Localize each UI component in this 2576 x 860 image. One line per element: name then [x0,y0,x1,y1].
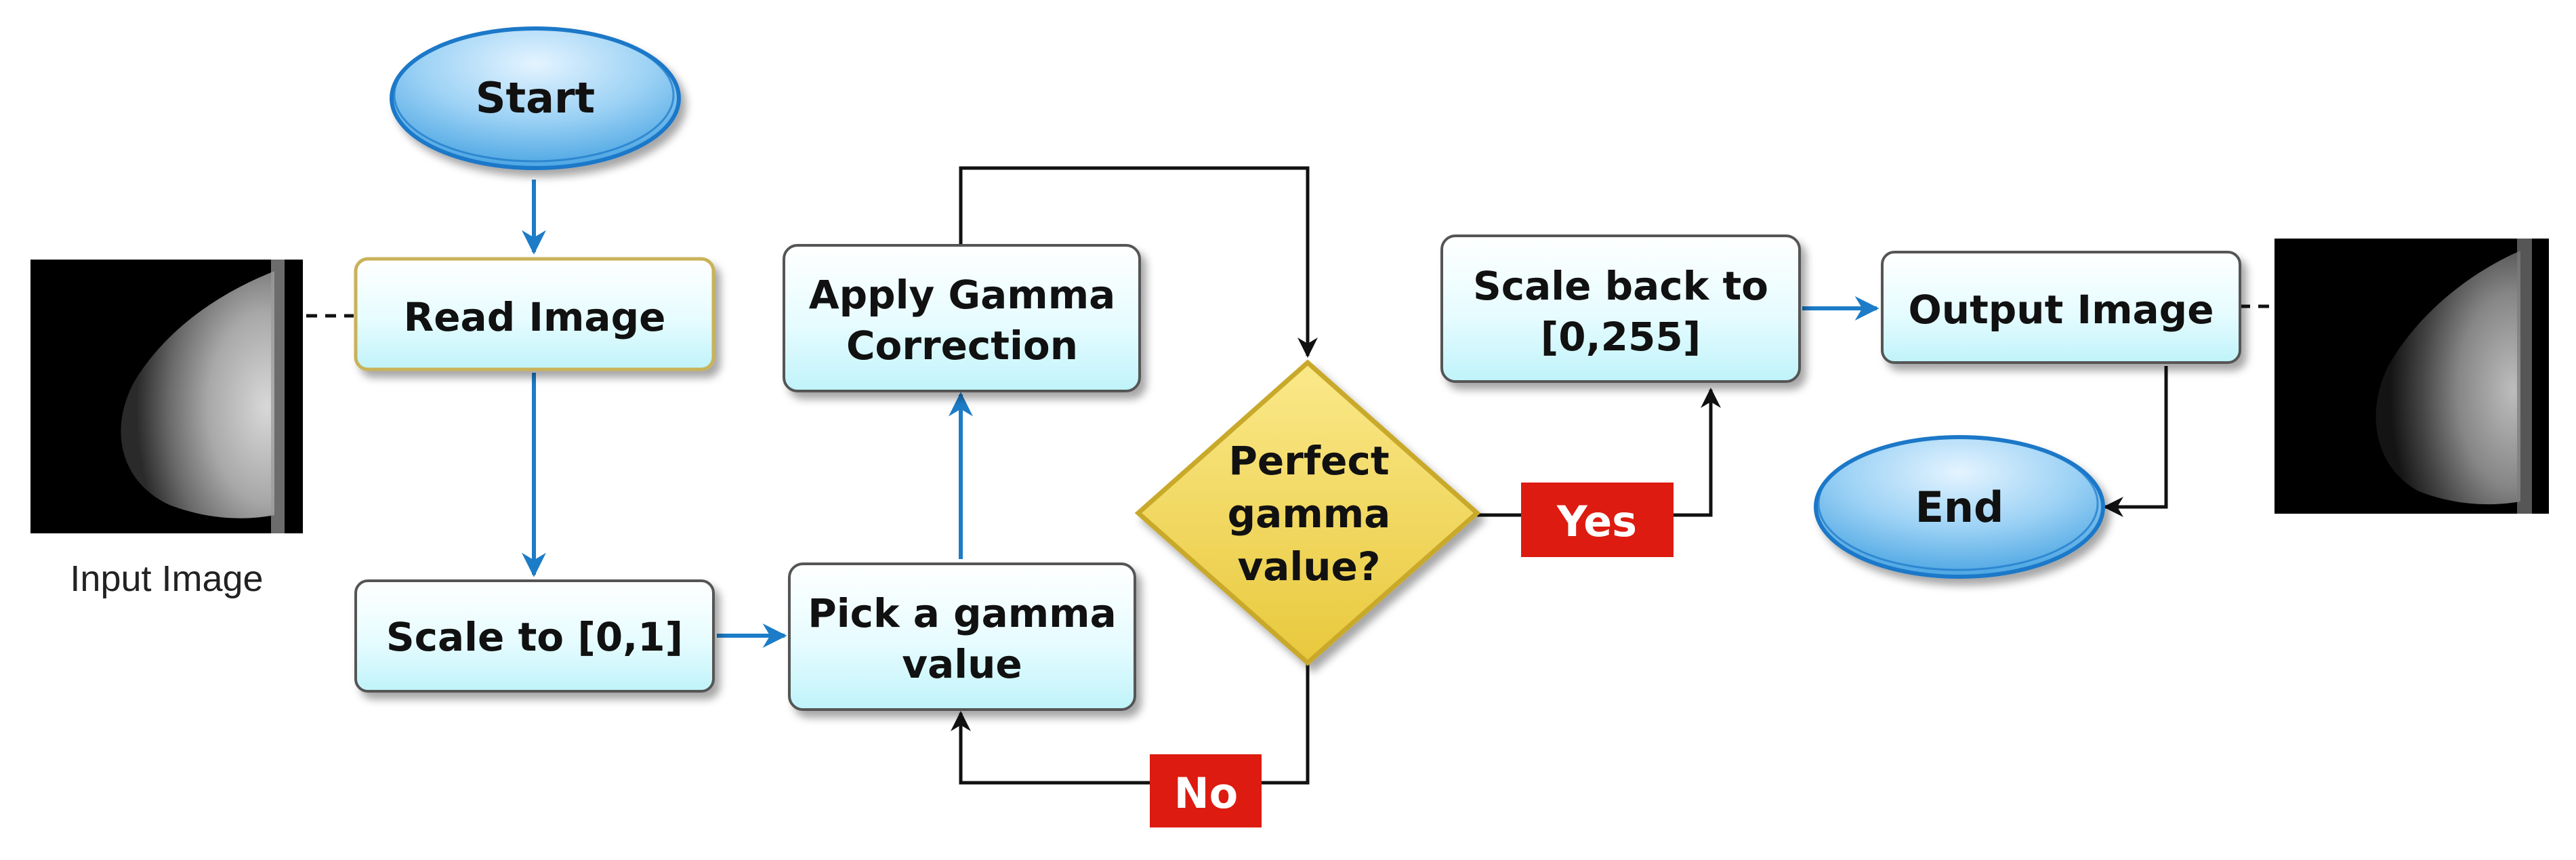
yes-label: Yes [1556,497,1637,546]
output-image-step [1881,251,2241,364]
apply-gamma-step [783,244,1141,392]
apply-gamma-label-line1: Apply Gamma [809,272,1116,318]
output-image-label: Output Image [1908,287,2214,333]
scale-back-label-line2: [0,255] [1541,314,1701,360]
input-image-caption: Input Image [70,558,263,599]
pick-gamma-step [788,562,1136,711]
arrow-output-to-end [2103,366,2168,517]
scale-to-01-label: Scale to [0,1] [386,614,683,660]
read-image-step [354,257,715,371]
no-label: No [1174,769,1238,818]
start-label: Start [476,73,595,123]
pick-gamma-label-line2: value [902,641,1022,687]
scale-back-step [1440,234,1801,383]
input-mammogram-image [30,260,303,533]
decision-label-line3: value? [1237,544,1380,590]
scale-to-01-step [354,579,715,693]
yes-badge [1521,483,1674,557]
scale-back-label-line1: Scale back to [1473,263,1768,309]
apply-gamma-label-line2: Correction [846,323,1078,369]
start-terminal [390,26,681,170]
pick-gamma-label-line1: Pick a gamma [808,590,1117,636]
decision-label-line1: Perfect [1228,438,1389,484]
arrow-apply-to-decision [959,166,1318,358]
end-label: End [1915,483,2004,532]
end-terminal [1814,435,2105,579]
no-badge [1150,754,1262,827]
read-image-label: Read Image [404,294,666,340]
output-mammogram-image [2274,239,2549,514]
decision-label-line2: gamma [1228,491,1391,537]
arrow-decision-no-to-pick [951,661,1310,785]
perfect-gamma-decision [1134,359,1481,666]
